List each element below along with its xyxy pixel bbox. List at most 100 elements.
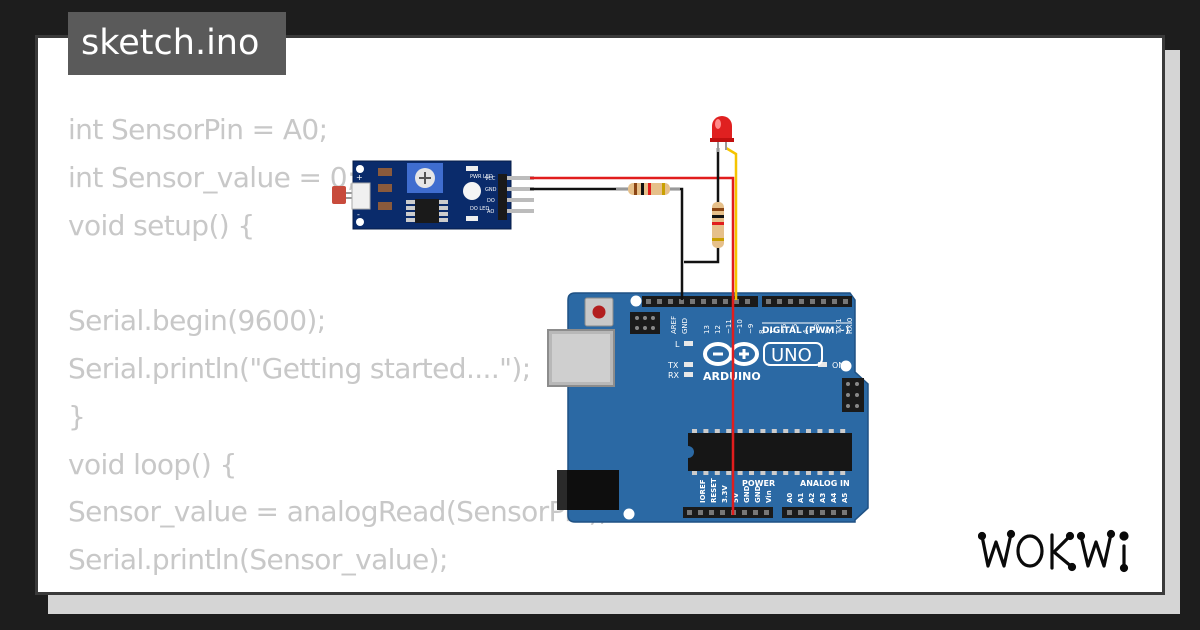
digital-pin-label: ~10: [736, 319, 744, 334]
digital-pin-label: ~5: [791, 324, 799, 334]
icsp-header: [630, 312, 660, 334]
header-hole[interactable]: [646, 299, 651, 304]
usb-connector-inner: [552, 334, 610, 382]
digital-pin-label: GND: [681, 318, 689, 334]
chip-pin: [783, 429, 789, 433]
uno-label: UNO: [771, 345, 812, 366]
file-tab[interactable]: sketch.ino: [68, 12, 286, 75]
header-hole[interactable]: [766, 299, 771, 304]
gnd-wire: [530, 187, 684, 300]
chip-pin: [692, 471, 697, 475]
chip-pin: [817, 429, 823, 433]
power-pin-label: GND: [754, 485, 762, 503]
pin-vcc-label: VCC: [485, 176, 496, 182]
photoresistor: [332, 186, 354, 204]
atmega-chip: [688, 429, 852, 475]
header-hole[interactable]: [698, 510, 703, 515]
chip-pin: [726, 429, 732, 433]
header-hole[interactable]: [777, 299, 782, 304]
chip-pin: [783, 471, 789, 475]
chip-pin: [692, 429, 697, 433]
header-hole[interactable]: [787, 510, 792, 515]
do-led: [466, 216, 478, 221]
chip-pin: [794, 471, 800, 475]
header-hole[interactable]: [723, 299, 728, 304]
chip-pin: [794, 429, 800, 433]
reset-button[interactable]: [584, 297, 614, 327]
vcc-wire: [530, 176, 735, 515]
header-hole[interactable]: [831, 510, 836, 515]
resistor-vertical[interactable]: [712, 202, 724, 248]
comparator-chip: [406, 199, 448, 223]
power-jack: [557, 470, 619, 510]
led-rx-label: RX: [668, 371, 680, 380]
analog-header-label: ANALOG IN: [800, 479, 850, 488]
header-hole[interactable]: [788, 299, 793, 304]
header-hole[interactable]: [810, 299, 815, 304]
header-hole[interactable]: [679, 299, 684, 304]
pin-do-label: DO: [487, 198, 495, 204]
code-line: int Sensor_value = 0;: [68, 160, 356, 194]
code-line: Sensor_value = analogRead(SensorPin);: [68, 495, 608, 529]
header-hole[interactable]: [842, 510, 847, 515]
header-hole[interactable]: [820, 510, 825, 515]
chip-pin: [749, 429, 754, 433]
plus-label: +: [356, 173, 363, 182]
header-hole[interactable]: [709, 510, 714, 515]
code-line: delay(1000);: [68, 584, 628, 592]
led-signal-wire: [725, 146, 738, 300]
power-pin-label: RESET: [710, 478, 718, 503]
smd-resistor: [378, 168, 392, 176]
analog-pin-label: A3: [819, 493, 827, 503]
header-hole[interactable]: [701, 299, 706, 304]
chip-pin: [737, 471, 743, 475]
led-gnd-wire: [684, 148, 720, 264]
header-hole[interactable]: [799, 299, 804, 304]
smd-resistor: [378, 202, 392, 210]
digital-pin-label: ~9: [747, 324, 755, 334]
uno-badge: [763, 342, 823, 366]
header-hole[interactable]: [657, 299, 662, 304]
chip-pin: [703, 429, 709, 433]
header-hole[interactable]: [809, 510, 814, 515]
resistor-horizontal[interactable]: [616, 183, 680, 195]
digital-header: [642, 296, 852, 307]
power-analog-header: [683, 507, 852, 518]
module-header-pins[interactable]: [498, 174, 534, 220]
analog-pin-label: A4: [830, 493, 838, 503]
ldr-sensor-module[interactable]: + - PWR LED DO LED VCC GND DO AO: [332, 160, 534, 230]
header-hole[interactable]: [753, 510, 758, 515]
wokwi-logo: [978, 529, 1129, 573]
red-led[interactable]: [710, 116, 734, 152]
header-hole[interactable]: [712, 299, 717, 304]
header-hole[interactable]: [798, 510, 803, 515]
header-hole[interactable]: [734, 299, 739, 304]
header-hole[interactable]: [821, 299, 826, 304]
header-hole[interactable]: [843, 299, 848, 304]
chip-pin: [806, 429, 811, 433]
potentiometer[interactable]: [407, 163, 443, 193]
header-hole[interactable]: [720, 510, 725, 515]
header-hole[interactable]: [745, 299, 750, 304]
chip-pin: [703, 471, 709, 475]
header-hole[interactable]: [832, 299, 837, 304]
analog-pin-label: A1: [797, 493, 805, 503]
header-hole[interactable]: [668, 299, 673, 304]
header-hole[interactable]: [764, 510, 769, 515]
digital-pin-label: 4: [802, 329, 810, 334]
indicator-led: [463, 182, 481, 200]
analog-pin-label: A2: [808, 493, 816, 503]
smd-resistor: [378, 184, 392, 192]
header-hole[interactable]: [742, 510, 747, 515]
code-line: void loop() {: [68, 447, 237, 481]
power-pin-label: GND: [743, 485, 751, 503]
header-hole[interactable]: [687, 510, 692, 515]
chip-pin: [828, 429, 834, 433]
mounting-hole: [623, 508, 635, 520]
header-hole[interactable]: [690, 299, 695, 304]
chip-pin: [771, 471, 777, 475]
